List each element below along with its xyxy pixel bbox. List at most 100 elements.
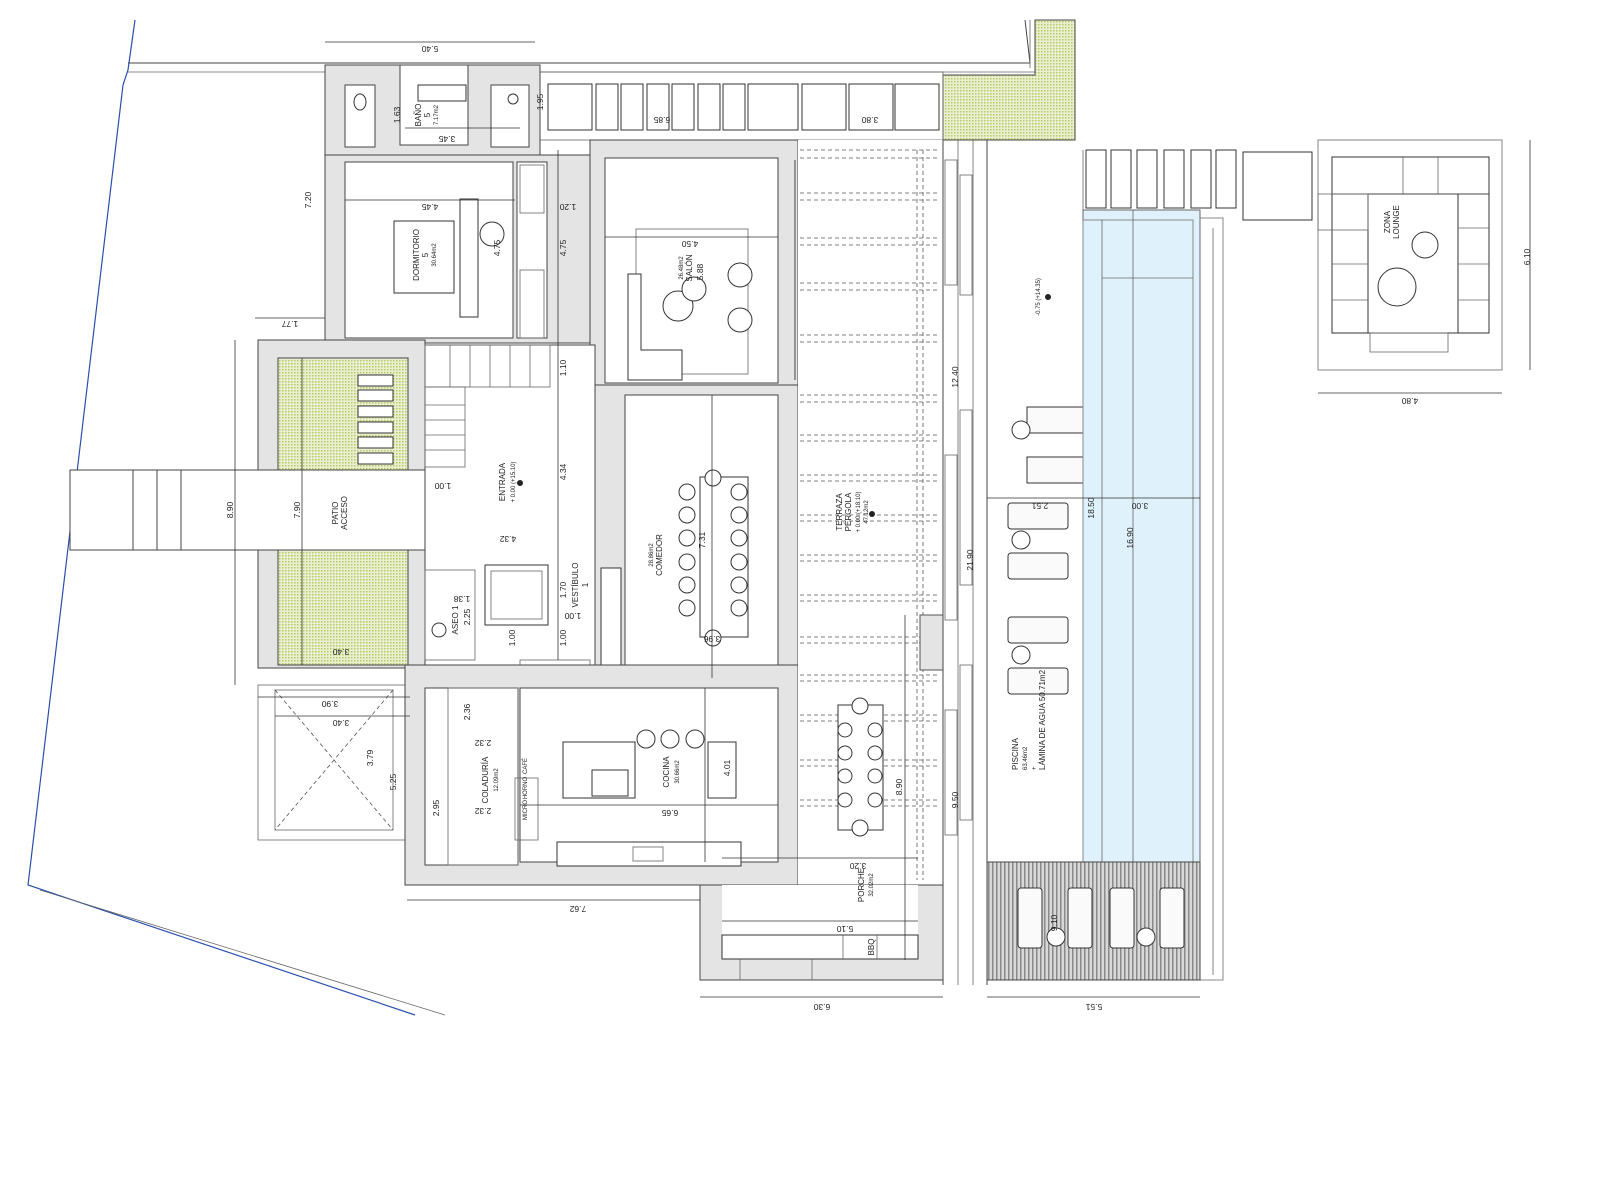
- room-name: PISCINA: [1011, 737, 1020, 770]
- room-name: BAÑO: [414, 104, 423, 127]
- dimension-label: 1.00: [434, 481, 451, 491]
- label-lounge: ZONA LOUNGE: [1383, 205, 1401, 239]
- room-subname: PÉRGOLA: [844, 492, 853, 531]
- dimension-label: 9.50: [950, 791, 960, 808]
- dimension-label: 5.51: [1085, 1002, 1102, 1012]
- dimension-label: 18.50: [1086, 497, 1096, 519]
- dimension-label: 6.10: [1522, 248, 1532, 265]
- appliance-label: MICRO: [523, 800, 529, 820]
- dimension-label: 16.90: [1125, 527, 1135, 549]
- dimension-label: 7.62: [569, 904, 586, 914]
- toilet-icon: [353, 93, 367, 111]
- room-area: 28.86m2: [649, 543, 655, 567]
- dimension-label: 4.75: [492, 239, 502, 256]
- room-area: 30.66m2: [675, 760, 681, 784]
- dimension-label: 1.20: [559, 202, 576, 212]
- dimension-label: 4.01: [722, 759, 732, 776]
- label-porche: PORCHE 32.02m2: [857, 868, 875, 902]
- dimension-label: 4.50: [681, 239, 698, 249]
- room-level: -0.75 (+14.35): [1036, 278, 1042, 316]
- dimension-label: 3.00: [1131, 501, 1148, 511]
- sun-loungers: [1007, 149, 1313, 695]
- dimension-label: 8.90: [894, 778, 904, 795]
- label-piscina: PISCINA 63.46m2 + LÁMINA DE AGUA 50.71m2: [1011, 669, 1047, 770]
- dimension-label: 1.95: [535, 93, 545, 110]
- room-level: + 0.00 (+15.10): [511, 461, 517, 502]
- dimension-label: 2.51: [1031, 501, 1048, 511]
- dimension-label: 4.75: [558, 239, 568, 256]
- label-bbq: BBQ: [867, 939, 876, 956]
- dimension-label: 4.32: [499, 534, 516, 544]
- dimension-label: 7.31: [697, 531, 707, 548]
- room-name: COMEDOR: [655, 534, 664, 576]
- room-area: 26.48m2: [679, 256, 685, 280]
- label-pool-level: -0.75 (+14.35): [1036, 278, 1042, 316]
- room-labels: BAÑO 5 7.17m2 DORMITORIO 5 30.64m2 26.48…: [331, 104, 1401, 956]
- armchair-icon: [727, 307, 753, 333]
- dimension-label: 9.10: [1049, 914, 1059, 931]
- room-area: 12.09m2: [494, 768, 500, 792]
- room-name: ZONA: [1383, 210, 1392, 233]
- dimension-label: 3.45: [438, 134, 455, 144]
- dimension-label: 5.40: [421, 44, 438, 54]
- plus-sign: +: [1032, 766, 1038, 770]
- room-area: 47.12m2: [864, 500, 870, 524]
- label-entrada: ENTRADA + 0.00 (+15.10): [498, 461, 517, 502]
- level-marker-icon: [869, 511, 875, 517]
- dimension-label: 2.32: [474, 806, 491, 816]
- kitchen-block: [404, 664, 799, 886]
- room-subname: ACCESO: [340, 496, 349, 530]
- sofa-icon: [627, 273, 683, 381]
- armchair-icon: [727, 262, 753, 288]
- dimension-label: 6.30: [813, 1002, 830, 1012]
- lounge-area: [1317, 139, 1503, 371]
- room-name: COCINA: [662, 756, 671, 788]
- dimension-label: 3.40: [332, 647, 349, 657]
- dimension-label: 1.70: [558, 581, 568, 598]
- room-name: COLADURÍA: [481, 756, 490, 803]
- label-vestibulo: VESTÍBULO 1: [571, 563, 590, 608]
- room-level: + 0.00 (+18.10): [856, 491, 862, 532]
- dimension-label: 3.96: [703, 634, 720, 644]
- dimension-label: 2.32: [474, 738, 491, 748]
- dimension-label: 4.45: [421, 202, 438, 212]
- label-cocina: COCINA 30.66m2: [662, 756, 681, 788]
- pool-deck: [986, 861, 1201, 981]
- dimension-lines: [234, 41, 1531, 998]
- storage-row: [539, 71, 944, 141]
- dimension-label: 5.88: [695, 263, 705, 280]
- dimension-label: 21.90: [965, 549, 975, 571]
- garden-strip: [942, 19, 1076, 141]
- dimension-label: 5.25: [388, 773, 398, 790]
- dimension-label: 7.20: [303, 191, 313, 208]
- dimension-label: 8.90: [225, 501, 235, 518]
- dimension-label: 4.34: [558, 463, 568, 480]
- dining-room: [594, 384, 799, 691]
- dimension-label: 1.00: [507, 629, 517, 646]
- room-number: 1: [581, 582, 590, 587]
- label-patio: PATIO ACCESO: [331, 496, 349, 530]
- label-bano: BAÑO 5 7.17m2: [414, 104, 440, 127]
- level-marker-icon: [1045, 294, 1051, 300]
- dimension-label: 1.38: [453, 594, 470, 604]
- room-number: 5: [421, 252, 430, 257]
- dimension-label: 6.65: [661, 808, 678, 818]
- shower-drain-icon: [507, 93, 519, 105]
- lift-icon: [484, 564, 549, 626]
- entrance-hall: [424, 344, 596, 683]
- label-coladuria: COLADURÍA 12.09m2: [481, 756, 500, 803]
- appliance-label: CAFÉ: [522, 758, 529, 774]
- room-name: PORCHE: [857, 868, 866, 902]
- label-appliances: MICRO HORNO CAFÉ: [522, 758, 529, 820]
- dimension-label: 2.25: [462, 608, 472, 625]
- label-aseo: ASEO 1: [451, 605, 460, 634]
- label-dormitorio: DORMITORIO 5 30.64m2: [412, 229, 438, 281]
- dimension-label: 7.90: [292, 501, 302, 518]
- dimension-label: 3.20: [849, 861, 866, 871]
- lower-left-court: [257, 684, 411, 841]
- dimension-label: 1.10: [558, 359, 568, 376]
- label-comedor: 28.86m2 COMEDOR: [649, 534, 664, 576]
- level-marker-icon: [517, 480, 523, 486]
- dimension-labels: 5.40 1.95 6.85 3.80 1.63 3.45 4.45 4.75 …: [225, 44, 1532, 1012]
- dimension-label: 3.90: [321, 699, 338, 709]
